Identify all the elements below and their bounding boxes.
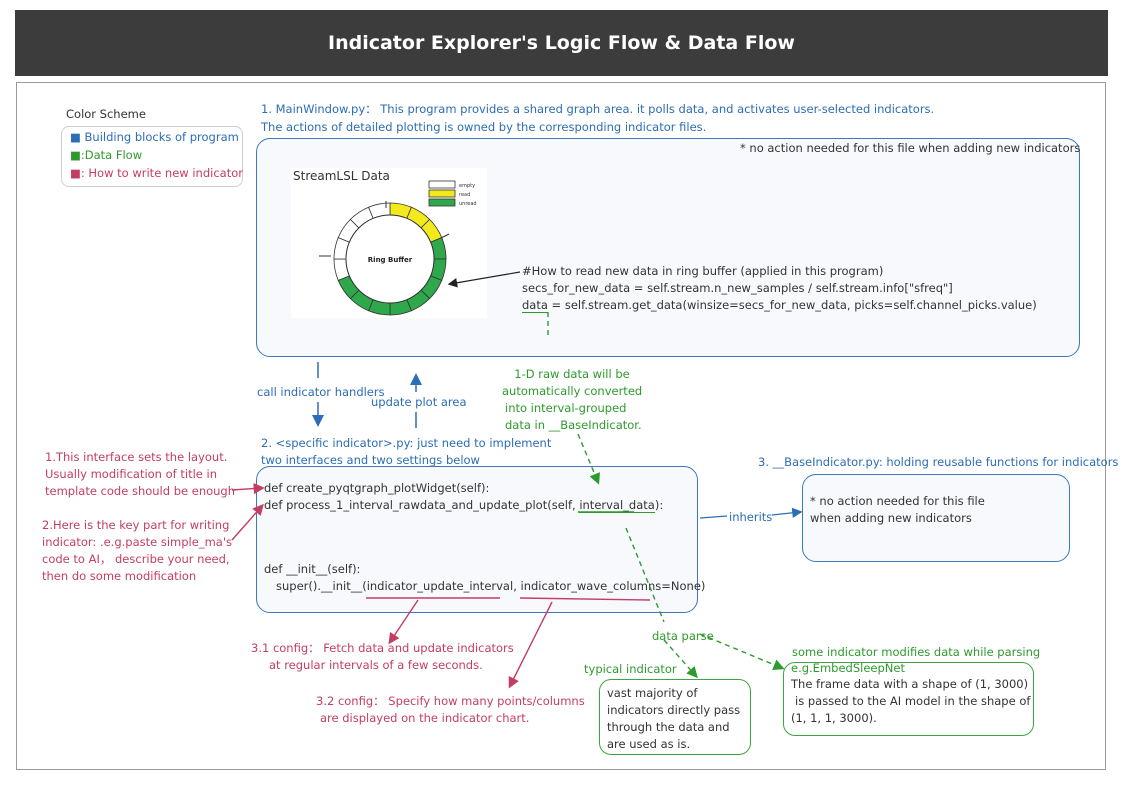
data-parse-label: data parse [652, 629, 714, 643]
legend-item-dataflow: ■:Data Flow [70, 148, 143, 162]
ring-legend-unread: unread [459, 201, 477, 207]
call-handlers-label: call indicator handlers [257, 385, 385, 399]
ring-legend-unread-swatch [428, 198, 456, 207]
diagram-frame [16, 82, 1106, 770]
typical-indicator-label: typical indicator [584, 662, 677, 676]
mainwindow-desc-line1: 1. MainWindow.py： This program provides … [261, 102, 935, 116]
base-indicator-box [802, 474, 1070, 562]
ring-buffer-label: Ring Buffer [368, 256, 413, 264]
base-desc: 3. __BaseIndicator.py: holding reusable … [758, 455, 1119, 469]
color-legend: ■ Building blocks of program ■:Data Flow… [61, 126, 243, 187]
typical-indicator-box [599, 679, 751, 755]
ring-legend-empty-swatch [428, 180, 456, 189]
update-plot-label: update plot area [371, 395, 467, 409]
mainwindow-note: * no action needed for this file when ad… [740, 141, 1081, 155]
mainwindow-desc-line2: The actions of detailed plotting is owne… [261, 120, 707, 134]
modifies-label: some indicator modifies data while parsi… [792, 645, 1041, 659]
ring-legend-read: read [459, 192, 470, 198]
note-layout: 1.This interface sets the layout. Usuall… [45, 450, 236, 498]
ring-buffer-center [345, 214, 435, 304]
specific-desc-line1: 2. <specific indicator>.py: just need to… [261, 436, 552, 450]
code-create-plotwidget: def create_pyqtgraph_plotWidget(self): [264, 481, 490, 495]
config-wave-columns: 3.2 config： Specify how many points/colu… [316, 694, 585, 725]
unread-pointer [440, 233, 450, 239]
embedsleepnet-label: e.g.EmbedSleepNet [791, 661, 905, 675]
specific-desc-line2: two interfaces and two settings below [261, 453, 480, 467]
ring-legend-read-swatch [428, 189, 456, 198]
ringbuffer-code-comment: #How to read new data in ring buffer (ap… [522, 264, 884, 278]
ringbuffer-code-line2: data = self.stream.get_data(winsize=secs… [522, 298, 1037, 313]
code-super-init: super().__init__(indicator_update_interv… [276, 579, 706, 593]
note-key-part: 2.Here is the key part for writing indic… [42, 518, 232, 583]
code-init: def __init__(self): [264, 562, 361, 576]
legend-heading: Color Scheme [66, 107, 146, 121]
page-title: Indicator Explorer's Logic Flow & Data F… [15, 10, 1108, 76]
specific-indicator-box [256, 466, 698, 613]
inherits-label: inherits [729, 510, 773, 524]
base-note-line1: * no action needed for this file [810, 494, 985, 508]
embedsleepnet-text: The frame data with a shape of (1, 3000)… [791, 677, 1031, 725]
embedsleepnet-box [783, 662, 1034, 736]
config-update-interval: 3.1 config： Fetch data and update indica… [251, 641, 514, 672]
ring-legend-empty: empty [459, 183, 475, 189]
conversion-note: 1-D raw data will be automatically conve… [502, 367, 643, 432]
code-process-interval: def process_1_interval_rawdata_and_updat… [264, 498, 664, 513]
base-note-line2: when adding new indicators [810, 511, 972, 525]
ringbuffer-code-line1: secs_for_new_data = self.stream.n_new_sa… [522, 281, 953, 295]
legend-item-howto: ■: How to write new indicator [70, 166, 243, 180]
legend-item-blocks: ■ Building blocks of program [70, 130, 239, 144]
typical-indicator-text: vast majority of indicators directly pas… [607, 686, 741, 751]
ring-buffer-svg: empty read unread Ring Buffer [319, 180, 477, 316]
ring-buffer-figure-title: StreamLSL Data [293, 169, 390, 183]
